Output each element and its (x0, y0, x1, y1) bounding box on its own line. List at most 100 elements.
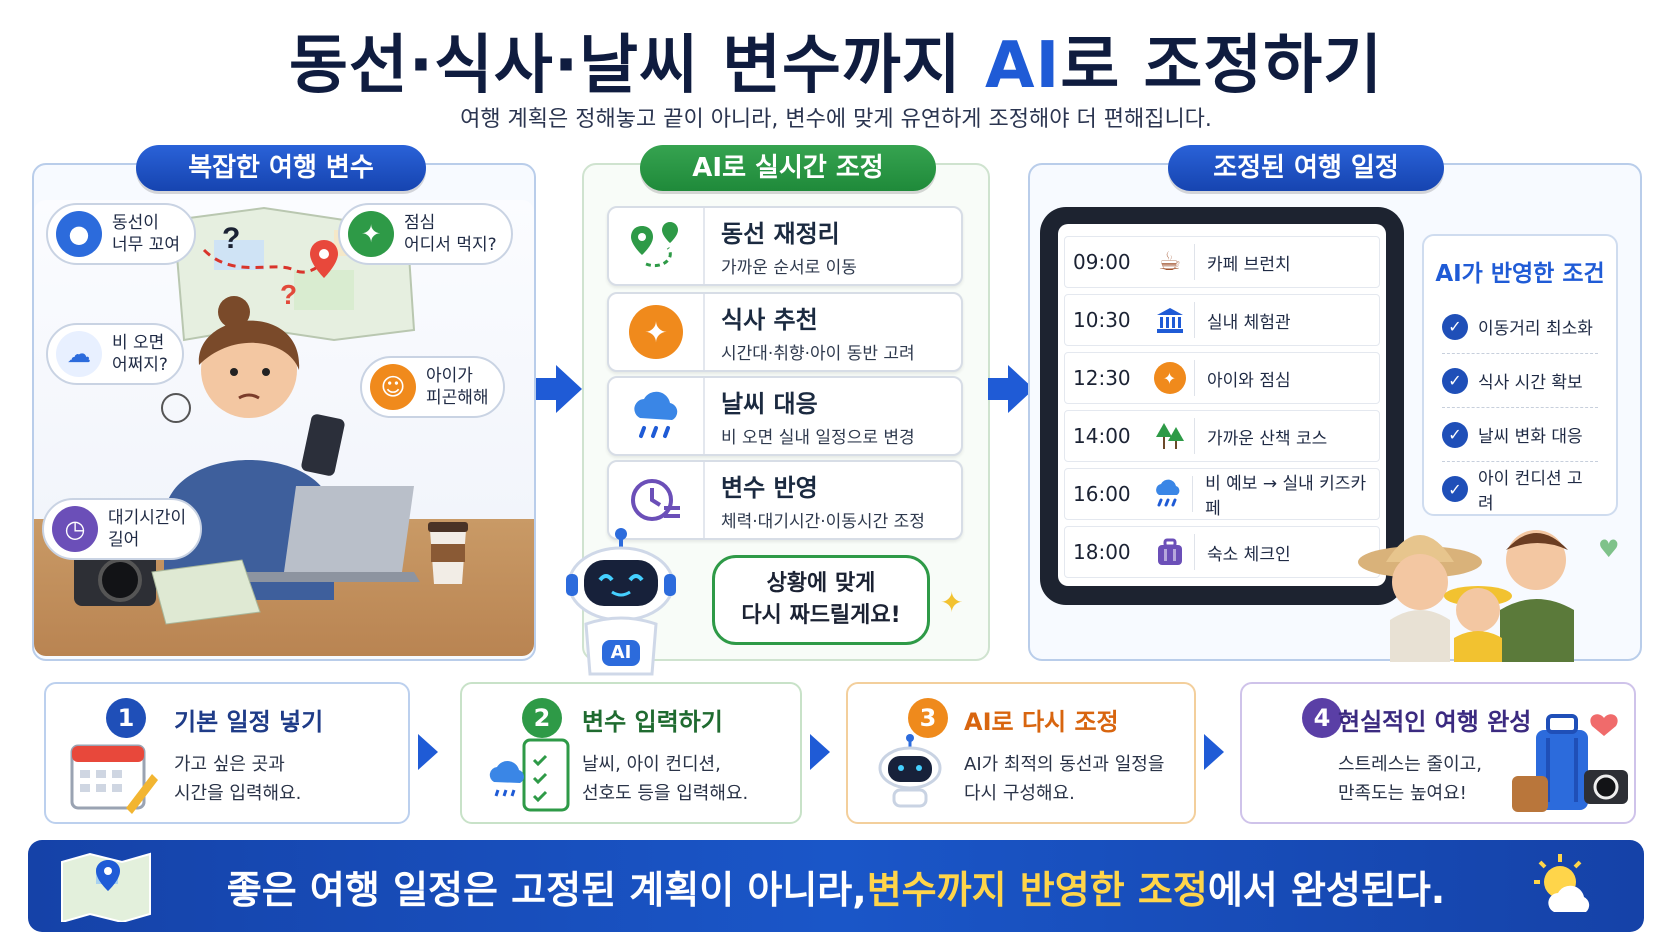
bubble-text: 동선이 (112, 213, 159, 233)
sun-cloud-icon (1528, 852, 1608, 931)
check-icon: ✓ (1442, 313, 1468, 340)
condition-item: ✓ 이동거리 최소화 (1442, 300, 1598, 354)
step-desc-line: 가고 싶은 곳과 (174, 754, 285, 775)
conditions-title: AI가 반영한 조건 (1435, 261, 1605, 287)
condition-item: ✓ 아이 컨디션 고려 (1442, 462, 1598, 516)
step-desc-line: 선호도 등을 입력해요. (582, 783, 749, 804)
card-title: 동선 재정리 (721, 220, 840, 248)
schedule-row: 18:00 숙소 체크인 (1064, 526, 1380, 578)
step-title: AI로 다시 조정 (964, 708, 1119, 736)
bubble-text: 점심 (404, 213, 436, 233)
flow-arrow-icon (556, 365, 582, 413)
page-subtitle: 여행 계획은 정해놓고 끝이 아니라, 변수에 맞게 유연하게 조정해야 더 편… (460, 107, 1212, 132)
conditions-card: AI가 반영한 조건 ✓이동거리 최소화 ✓식사 시간 확보 ✓날씨 변화 대응… (1422, 234, 1618, 516)
map-question-mark: ? (280, 279, 297, 310)
bubble-text: 너무 꼬여 (112, 235, 180, 255)
title-suffix: 로 조정하기 (1060, 29, 1384, 103)
card-desc: 체력·대기시간·이동시간 조정 (721, 512, 925, 532)
ai-adjust-panel-title: AI로 실시간 조정 (640, 145, 936, 191)
title-text: 동선·식사·날씨 변수까지 (288, 29, 985, 103)
schedule-panel-title: 조정된 여행 일정 (1168, 145, 1444, 191)
trees-icon (1145, 418, 1195, 454)
step-title: 기본 일정 넣기 (174, 708, 324, 736)
schedule-label: 카페 브런치 (1207, 254, 1291, 275)
schedule-label: 실내 체험관 (1207, 312, 1291, 333)
calendar-pencil-icon (68, 734, 160, 818)
step-arrow-icon (810, 734, 830, 770)
schedule-row: 09:00 ☕ 카페 브런치 (1064, 236, 1380, 288)
step-desc-line: 다시 구성해요. (964, 783, 1075, 804)
child-face-icon: ☺ (370, 364, 416, 410)
condition-item: ✓날씨 변화 대응 (1442, 408, 1598, 462)
step-desc-line: 날씨, 아이 컨디션, (582, 754, 721, 775)
step-desc-line: 시간을 입력해요. (174, 783, 302, 804)
clipboard-rain-icon (484, 734, 580, 818)
laptop-icon (238, 486, 420, 582)
condition-label: 아이 컨디션 고려 (1478, 469, 1583, 514)
fork-knife-icon: ✦ (1145, 360, 1195, 396)
step-card-4: 4 현실적인 여행 완성 스트레스는 줄이고, 만족도는 높여요! (1240, 682, 1636, 824)
fork-knife-icon: ✦ (609, 294, 705, 370)
condition-item: ✓식사 시간 확보 (1442, 354, 1598, 408)
step-title: 현실적인 여행 완성 (1338, 708, 1532, 736)
schedule-row: 10:30 실내 체험관 (1064, 294, 1380, 346)
coffee-cup-icon (428, 522, 468, 584)
schedule-time: 12:30 (1073, 366, 1131, 390)
bubble-text: 비 오면 (112, 333, 165, 353)
fork-knife-icon: ✦ (348, 211, 394, 257)
sparkle-icon: ✦ (940, 586, 964, 619)
robot-icon (870, 734, 950, 812)
speech-text: 상황에 맞게 (766, 571, 876, 596)
suitcase-icon (1145, 534, 1195, 570)
banner-text-end: 에서 완성된다. (1207, 867, 1446, 912)
rain-cloud-icon: ☁ (56, 331, 102, 377)
check-icon: ✓ (1442, 476, 1468, 502)
schedule-time: 16:00 (1073, 482, 1131, 506)
stressed-traveler-illustration: ? ? (34, 200, 534, 656)
scene-art: ? ? (74, 206, 468, 625)
step-desc-line: 만족도는 높여요! (1338, 783, 1467, 804)
paper-map (151, 559, 261, 625)
schedule-label: 비 예보 → 실내 키즈카페 (1205, 474, 1367, 519)
schedule-time: 09:00 (1073, 250, 1131, 274)
step-desc-line: AI가 최적의 동선과 일정을 (964, 754, 1165, 775)
banner-text: 좋은 여행 일정은 고정된 계획이 아니라, (226, 867, 867, 912)
card-desc: 가까운 순서로 이동 (721, 258, 857, 278)
museum-icon (1145, 302, 1195, 338)
robot-speech-bubble: 상황에 맞게 다시 짜드릴게요! (712, 555, 930, 645)
coffee-icon: ☕ (1145, 244, 1195, 280)
step-number: 1 (106, 698, 146, 738)
schedule-label: 가까운 산책 코스 (1207, 428, 1328, 449)
step-desc: 스트레스는 줄이고, 만족도는 높여요! (1338, 750, 1482, 808)
step-card-2: 2 변수 입력하기 날씨, 아이 컨디션,선호도 등을 입력해요. (460, 682, 802, 824)
step-number: 4 (1302, 698, 1342, 738)
banner-highlight: 변수까지 반영한 조정 (866, 867, 1208, 912)
happy-family-illustration (1350, 510, 1640, 662)
clock-icon: ◷ (52, 506, 98, 552)
bubble-text: 어디서 먹지? (404, 235, 497, 255)
rain-cloud-icon (609, 378, 705, 454)
card-title: 날씨 대응 (721, 390, 818, 418)
condition-label: 이동거리 최소화 (1478, 319, 1593, 339)
condition-label: 식사 시간 확보 (1478, 373, 1583, 393)
flow-arrow-shaft (536, 378, 556, 400)
route-icon (609, 208, 705, 284)
clock-settings-icon (609, 462, 705, 538)
card-title: 변수 반영 (721, 474, 818, 502)
step-desc-line: 스트레스는 줄이고, (1338, 754, 1482, 775)
schedule-row: 12:30 ✦ 아이와 점심 (1064, 352, 1380, 404)
card-desc: 비 오면 실내 일정으로 변경 (721, 428, 915, 448)
bubble-text: 아이가 (426, 366, 473, 386)
condition-label: 날씨 변화 대응 (1478, 427, 1583, 447)
schedule-label: 아이와 점심 (1207, 370, 1291, 391)
stress-scribble-icon (161, 393, 191, 423)
